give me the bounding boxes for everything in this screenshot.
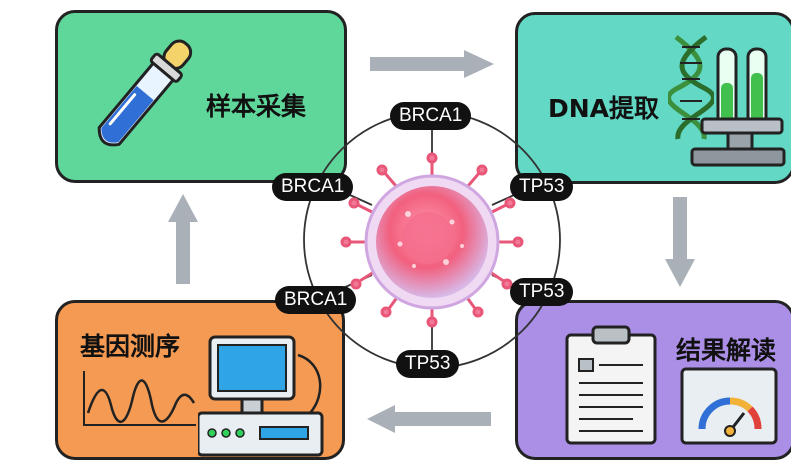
- gene-label-top: BRCA1: [390, 102, 472, 130]
- cell-nucleus: [402, 212, 454, 264]
- arrow-down-icon: [665, 197, 695, 287]
- gene-label-bottom: TP53: [396, 350, 460, 378]
- result-interpretation-card: 结果解读: [515, 300, 791, 460]
- arrow-right-icon: [370, 50, 494, 78]
- clipboard-icon: [565, 325, 657, 445]
- gene-sequencing-label: 基因测序: [80, 332, 181, 361]
- gauge-icon: [680, 367, 778, 445]
- sample-collection-card: 样本采集: [55, 10, 347, 183]
- cell-diagram: [303, 111, 561, 369]
- dna-extraction-label: DNA提取: [548, 94, 660, 123]
- dna-extraction-card: DNA提取: [515, 12, 791, 184]
- dna-helix-icon: [668, 35, 714, 140]
- gene-label-lower-right: TP53: [510, 278, 574, 306]
- gene-label-upper-right: TP53: [510, 173, 574, 201]
- result-interpretation-label: 结果解读: [676, 336, 777, 365]
- waveform-icon: [83, 371, 196, 426]
- test-tube-icon: [97, 39, 193, 147]
- arrow-left-icon: [367, 405, 491, 433]
- cell-spikes: [340, 152, 524, 328]
- arrow-up-icon: [168, 194, 198, 284]
- sample-collection-label: 样本采集: [206, 92, 307, 121]
- test-tubes-rack-icon: [690, 47, 786, 167]
- gene-label-upper-left: BRCA1: [272, 173, 354, 201]
- gene-label-lower-left: BRCA1: [275, 286, 357, 314]
